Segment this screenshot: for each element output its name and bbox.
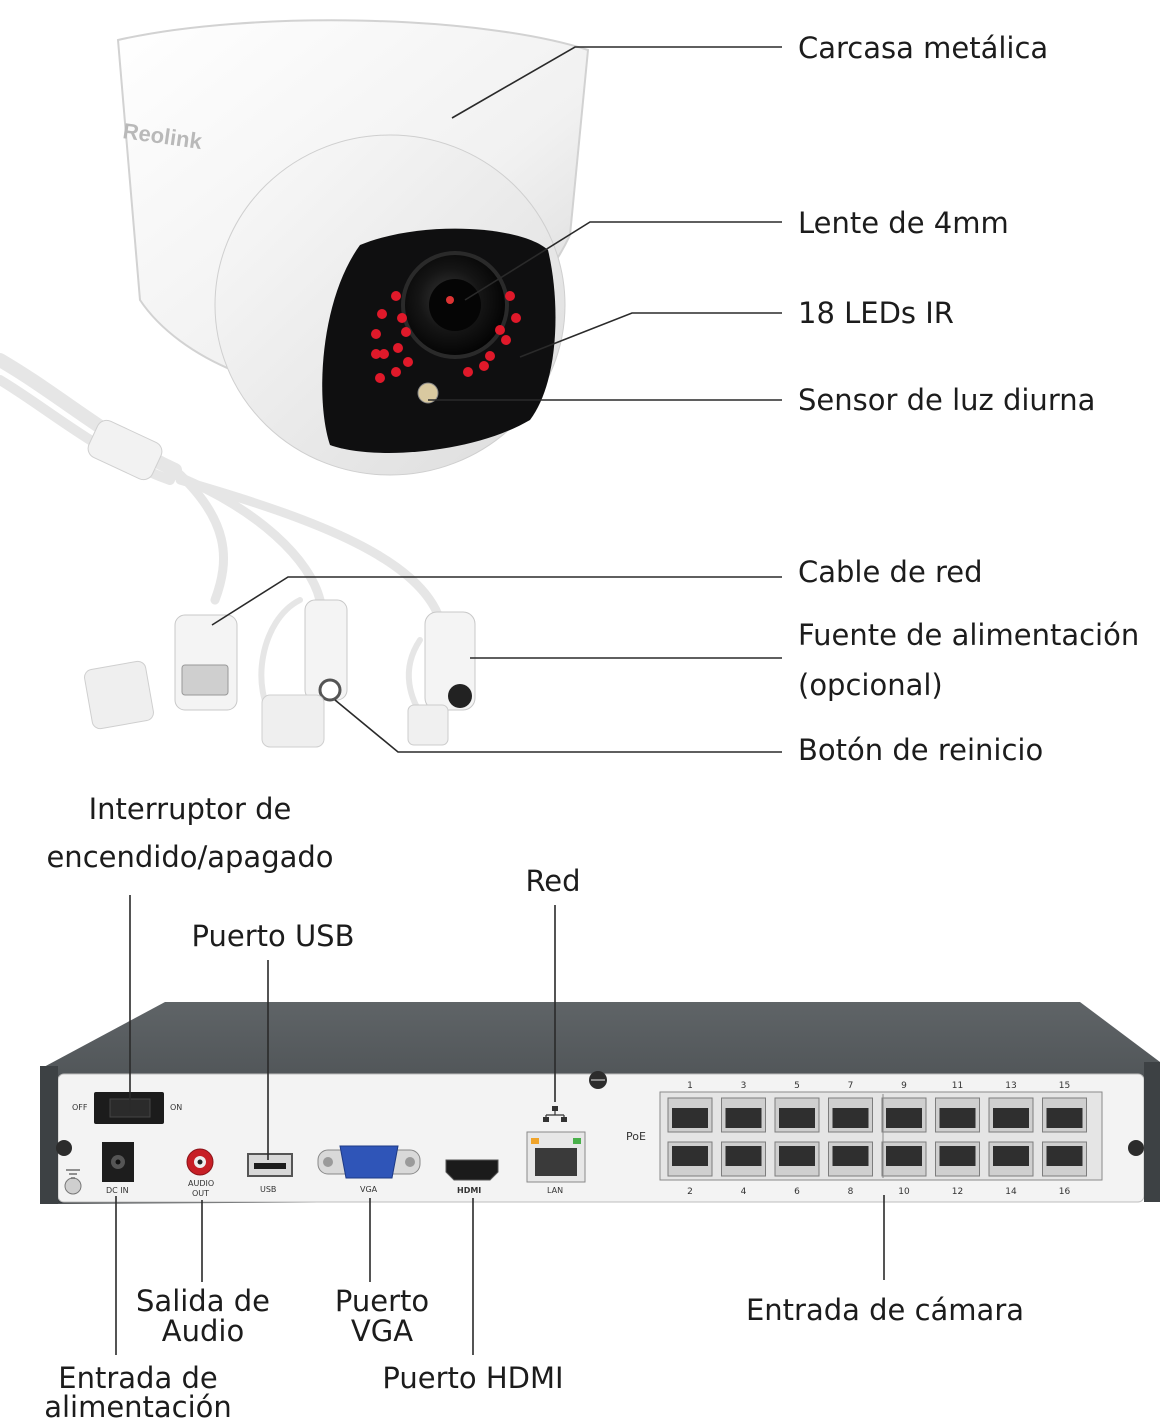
dome-camera: Reolink [0, 19, 590, 748]
vga-port[interactable] [317, 1145, 421, 1179]
label-audio-out-line1: Salida de [136, 1284, 270, 1318]
ir-led-ring [371, 291, 521, 383]
poe-port-11[interactable] [935, 1097, 980, 1133]
poe-port-number: 1 [687, 1081, 693, 1091]
nvr-callouts [115, 895, 885, 1355]
poe-port-number: 12 [952, 1187, 963, 1197]
poe-port-10[interactable] [881, 1141, 927, 1177]
label-audio-out-line2: Audio [161, 1314, 245, 1348]
power-jack-connector-icon [407, 611, 476, 746]
poe-port-number: 3 [741, 1081, 747, 1091]
label-power-switch-line2: encendido/apagado [46, 840, 334, 874]
audio-out-port[interactable] [186, 1148, 214, 1176]
daylight-sensor-icon [417, 382, 439, 404]
label-power-in-line1: Entrada de [58, 1361, 218, 1395]
usb-port[interactable] [247, 1153, 293, 1177]
poe-port-16[interactable] [1042, 1141, 1087, 1177]
svg-text:HDMI: HDMI [457, 1186, 481, 1195]
poe-port-number: 16 [1059, 1187, 1071, 1197]
poe-port-number: 11 [952, 1081, 963, 1091]
poe-port-number: 8 [848, 1187, 854, 1197]
poe-port-number: 15 [1059, 1081, 1070, 1091]
label-metal-housing: Carcasa metálica [798, 31, 1049, 65]
rj45-connector-icon [84, 614, 238, 730]
poe-port-number: 13 [1005, 1081, 1016, 1091]
svg-text:DC IN: DC IN [106, 1186, 129, 1195]
hdmi-port[interactable] [445, 1159, 499, 1181]
poe-port-12[interactable] [935, 1141, 980, 1177]
poe-port-7[interactable] [828, 1097, 873, 1133]
poe-port-9[interactable] [881, 1097, 927, 1133]
label-camera-input: Entrada de cámara [745, 1293, 1025, 1327]
label-reset-button: Botón de reinicio [798, 733, 1044, 767]
poe-port-1[interactable] [667, 1097, 713, 1133]
poe-port-number: 10 [898, 1187, 910, 1197]
poe-port-number: 9 [901, 1081, 907, 1091]
poe-port-13[interactable] [988, 1097, 1034, 1133]
label-daylight-sensor: Sensor de luz diurna [798, 383, 1096, 417]
label-power-switch-line1: Interruptor de [88, 792, 292, 826]
poe-port-2[interactable] [667, 1141, 713, 1177]
lan-port[interactable] [526, 1131, 586, 1183]
ground-icon [64, 1169, 82, 1195]
network-icon [543, 1106, 567, 1122]
poe-port-15[interactable] [1042, 1097, 1087, 1133]
poe-port-number: 2 [687, 1187, 693, 1197]
poe-port-number: 4 [741, 1187, 747, 1197]
label-hdmi-port: Puerto HDMI [382, 1361, 564, 1395]
poe-port-number: 5 [794, 1081, 800, 1091]
poe-port-14[interactable] [988, 1141, 1034, 1177]
label-power-supply: Fuente de alimentación [798, 618, 1140, 652]
label-power-in-line2: alimentación [44, 1390, 232, 1424]
poe-port-number: 14 [1005, 1187, 1017, 1197]
label-vga-line2: VGA [350, 1314, 414, 1348]
label-network-cable: Cable de red [798, 555, 983, 589]
label-vga-line1: Puerto [334, 1284, 430, 1318]
svg-text:OUT: OUT [192, 1189, 209, 1198]
poe-port-4[interactable] [721, 1141, 766, 1177]
poe-ports [667, 1094, 1087, 1178]
nvr-recorder: OFF ON DC IN AUDIO OUT USB [40, 1002, 1160, 1204]
dc-in-port[interactable] [102, 1142, 134, 1182]
svg-text:USB: USB [260, 1185, 276, 1194]
poe-port-6[interactable] [774, 1141, 820, 1177]
label-network: Red [525, 864, 581, 898]
svg-text:AUDIO: AUDIO [188, 1179, 214, 1188]
label-usb-port: Puerto USB [191, 919, 355, 953]
camera-callouts [211, 46, 782, 753]
label-lens: Lente de 4mm [798, 206, 1009, 240]
poe-port-8[interactable] [828, 1141, 873, 1177]
poe-port-5[interactable] [774, 1097, 820, 1133]
svg-text:PoE: PoE [626, 1130, 646, 1143]
poe-port-number: 7 [848, 1081, 854, 1091]
label-ir-leds: 18 LEDs IR [798, 296, 954, 330]
svg-text:VGA: VGA [360, 1185, 378, 1194]
reset-button-connector-icon [261, 599, 348, 748]
svg-text:LAN: LAN [547, 1186, 563, 1195]
label-power-supply-optional: (opcional) [798, 668, 943, 702]
svg-text:ON: ON [170, 1103, 182, 1112]
power-switch[interactable] [94, 1092, 164, 1124]
poe-port-3[interactable] [721, 1097, 766, 1133]
poe-port-number: 6 [794, 1187, 800, 1197]
svg-text:OFF: OFF [72, 1103, 88, 1112]
